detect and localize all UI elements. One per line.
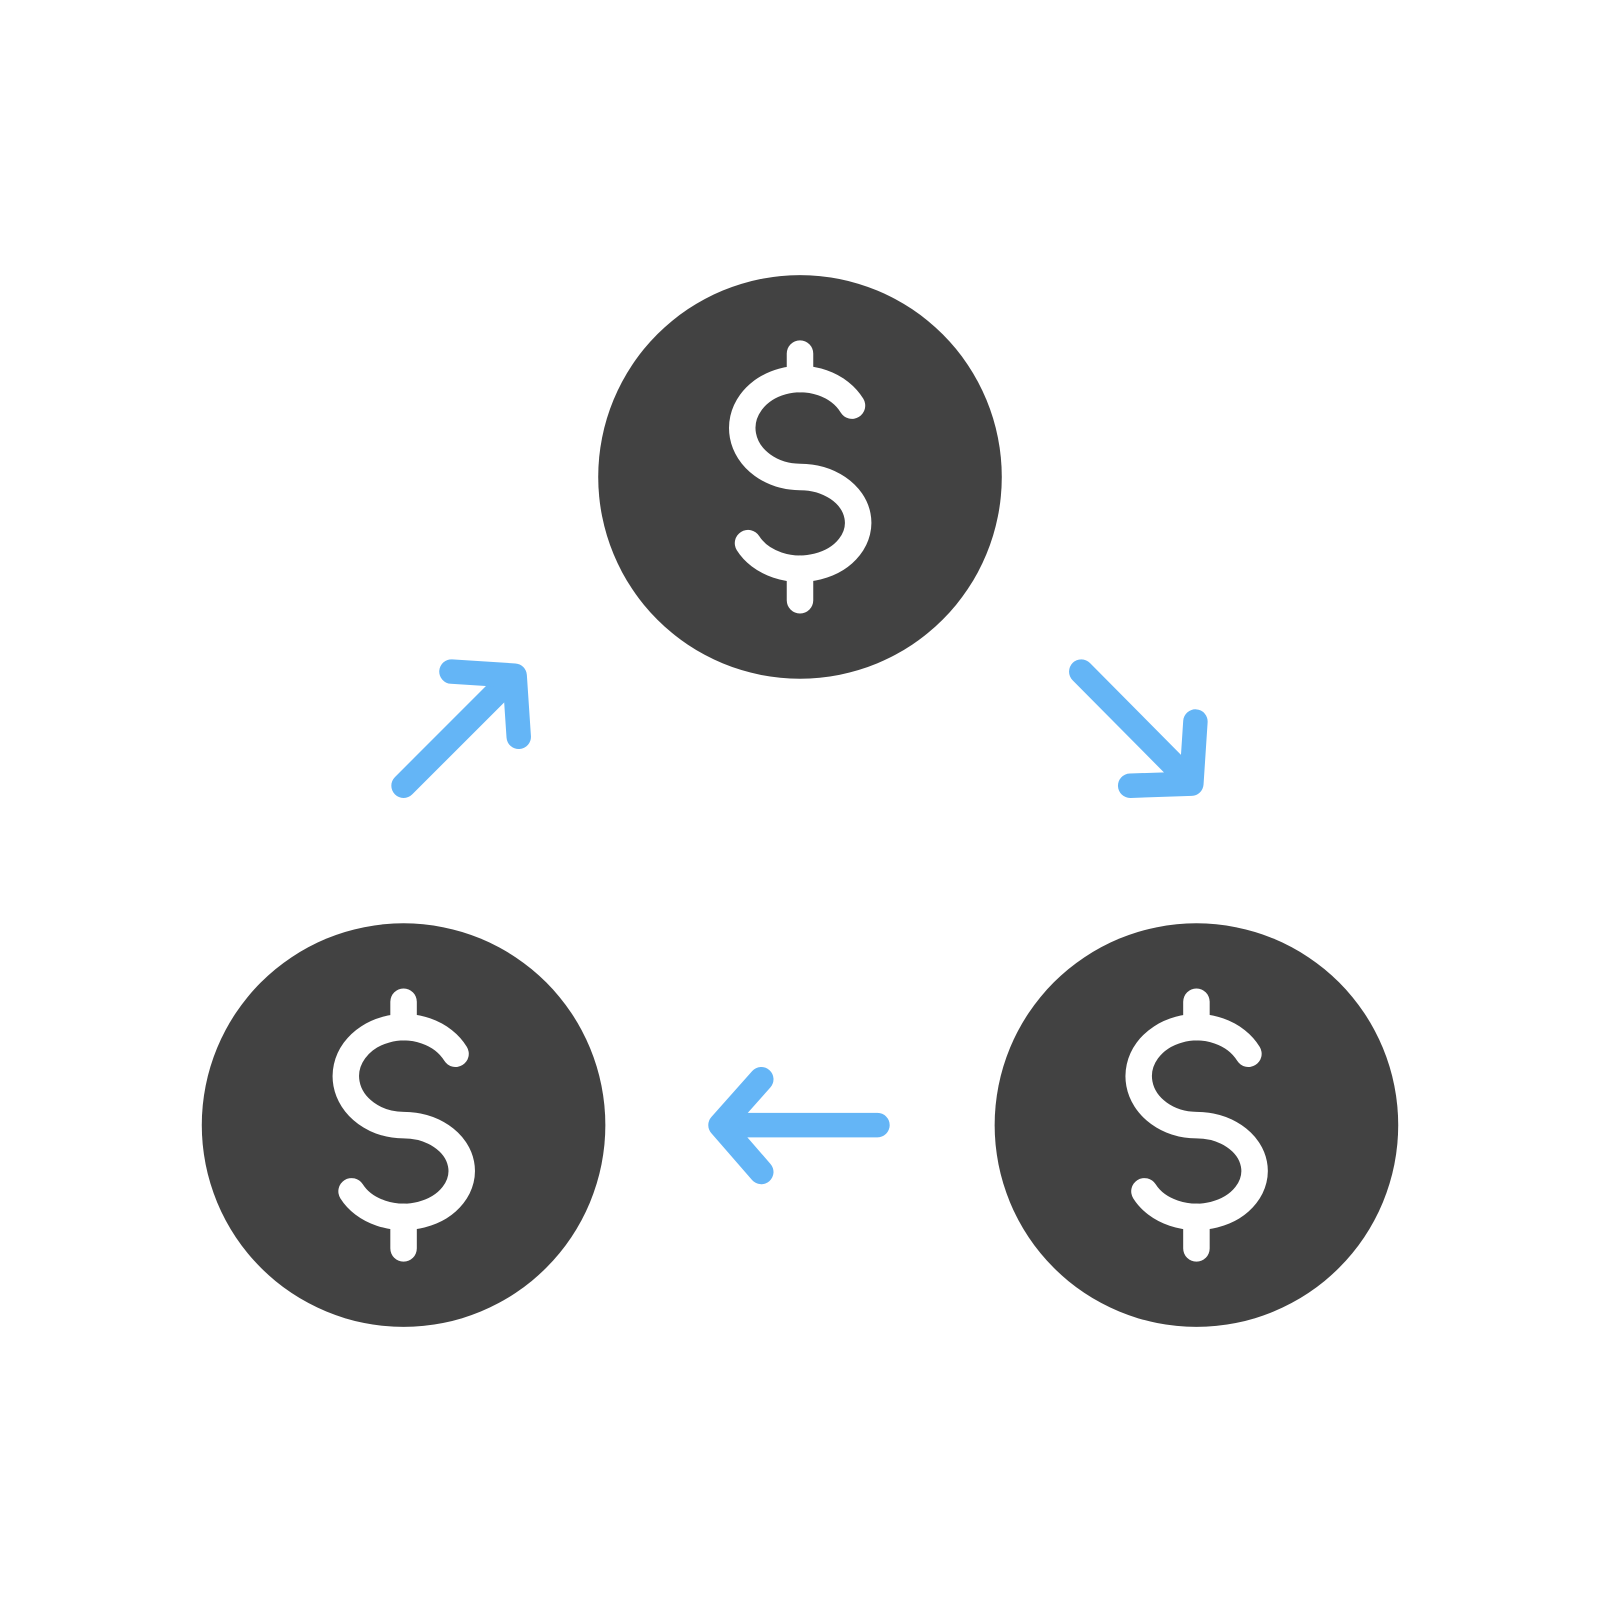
dollar-sign-icon — [202, 923, 606, 1327]
dollar-coin-top — [598, 275, 1002, 679]
dollar-sign-icon — [995, 923, 1399, 1327]
arrow-left-icon — [708, 1067, 890, 1185]
dollar-coin-right — [995, 923, 1399, 1327]
arrow-down-right-icon — [1069, 659, 1208, 798]
dollar-coin-left — [202, 923, 606, 1327]
dollar-sign-icon — [598, 275, 1002, 679]
arrow-up-right-icon — [391, 659, 531, 798]
